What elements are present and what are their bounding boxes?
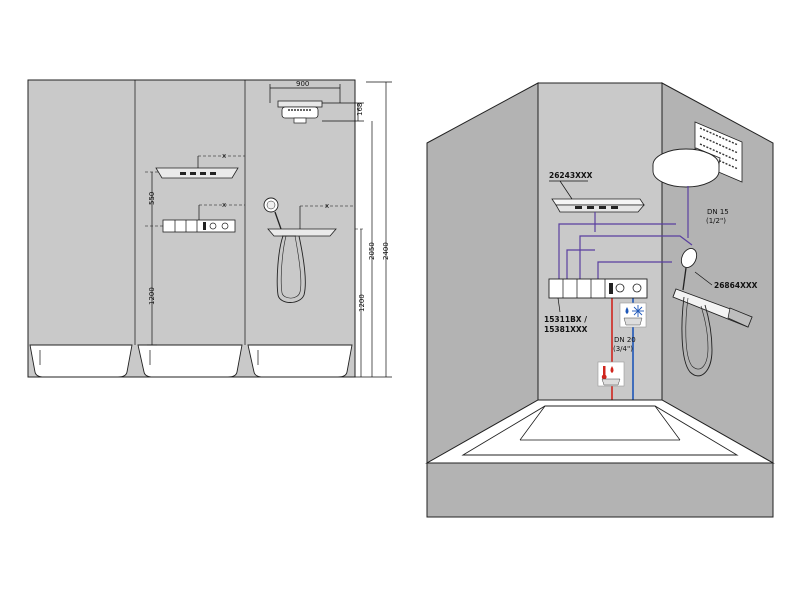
perspective-view: 26243XXX 15311BX / 15381XXX 26864XXX DN … (425, 82, 775, 518)
bathtub-middle (137, 344, 243, 378)
cold-water-icon (619, 302, 647, 328)
dim-height-2050: 2050 (368, 242, 376, 260)
perspective-hand-shower-rail (672, 248, 753, 377)
elevation-view: 900 168 2050 2400 1200 550 1200 (27, 79, 392, 378)
perspective-bathtub (425, 399, 775, 518)
rail-code-label: 26864XXX (714, 281, 758, 290)
dn20-sub-label: (3/4") (613, 345, 633, 353)
hot-water-icon (597, 361, 625, 387)
overhead-shower (277, 100, 323, 124)
back-wall (537, 82, 663, 401)
dn15-sub-label: (1/2") (706, 217, 726, 225)
perspective-labels: 26243XXX 15311BX / 15381XXX 26864XXX DN … (544, 171, 758, 353)
bathtub-left (29, 344, 133, 378)
distribution-pipes (558, 186, 693, 279)
bathtub-right (247, 344, 353, 378)
thermostat-panel (162, 219, 236, 233)
elevation-dimensions: 900 168 2050 2400 1200 550 1200 (145, 80, 392, 378)
dim-spacing-550: 550 (148, 192, 156, 205)
left-side-wall (426, 82, 539, 464)
shower-shelf (155, 167, 239, 179)
perspective-shower-shelf (551, 198, 645, 213)
perspective-thermostat (548, 278, 648, 299)
dn15-label: DN 15 (707, 208, 729, 216)
dim-width-top: 900 (296, 80, 309, 88)
hand-shower-rail (263, 197, 337, 303)
dim-x-thermostat: x (222, 201, 226, 209)
dim-offset-head: 168 (356, 103, 364, 116)
dim-height-2400: 2400 (382, 242, 390, 260)
dn20-label: DN 20 (614, 336, 636, 344)
dim-x-rail: x (325, 202, 329, 210)
dim-height-1200-left: 1200 (148, 287, 156, 305)
dim-height-1200-right: 1200 (358, 294, 366, 312)
thermostat-code-label-1: 15311BX / (544, 315, 587, 324)
shelf-code-label: 26243XXX (549, 171, 593, 180)
bathtubs (29, 344, 353, 378)
dim-x-shelf: x (222, 152, 226, 160)
thermostat-code-label-2: 15381XXX (544, 325, 588, 334)
perspective-overhead-shower (652, 147, 721, 188)
